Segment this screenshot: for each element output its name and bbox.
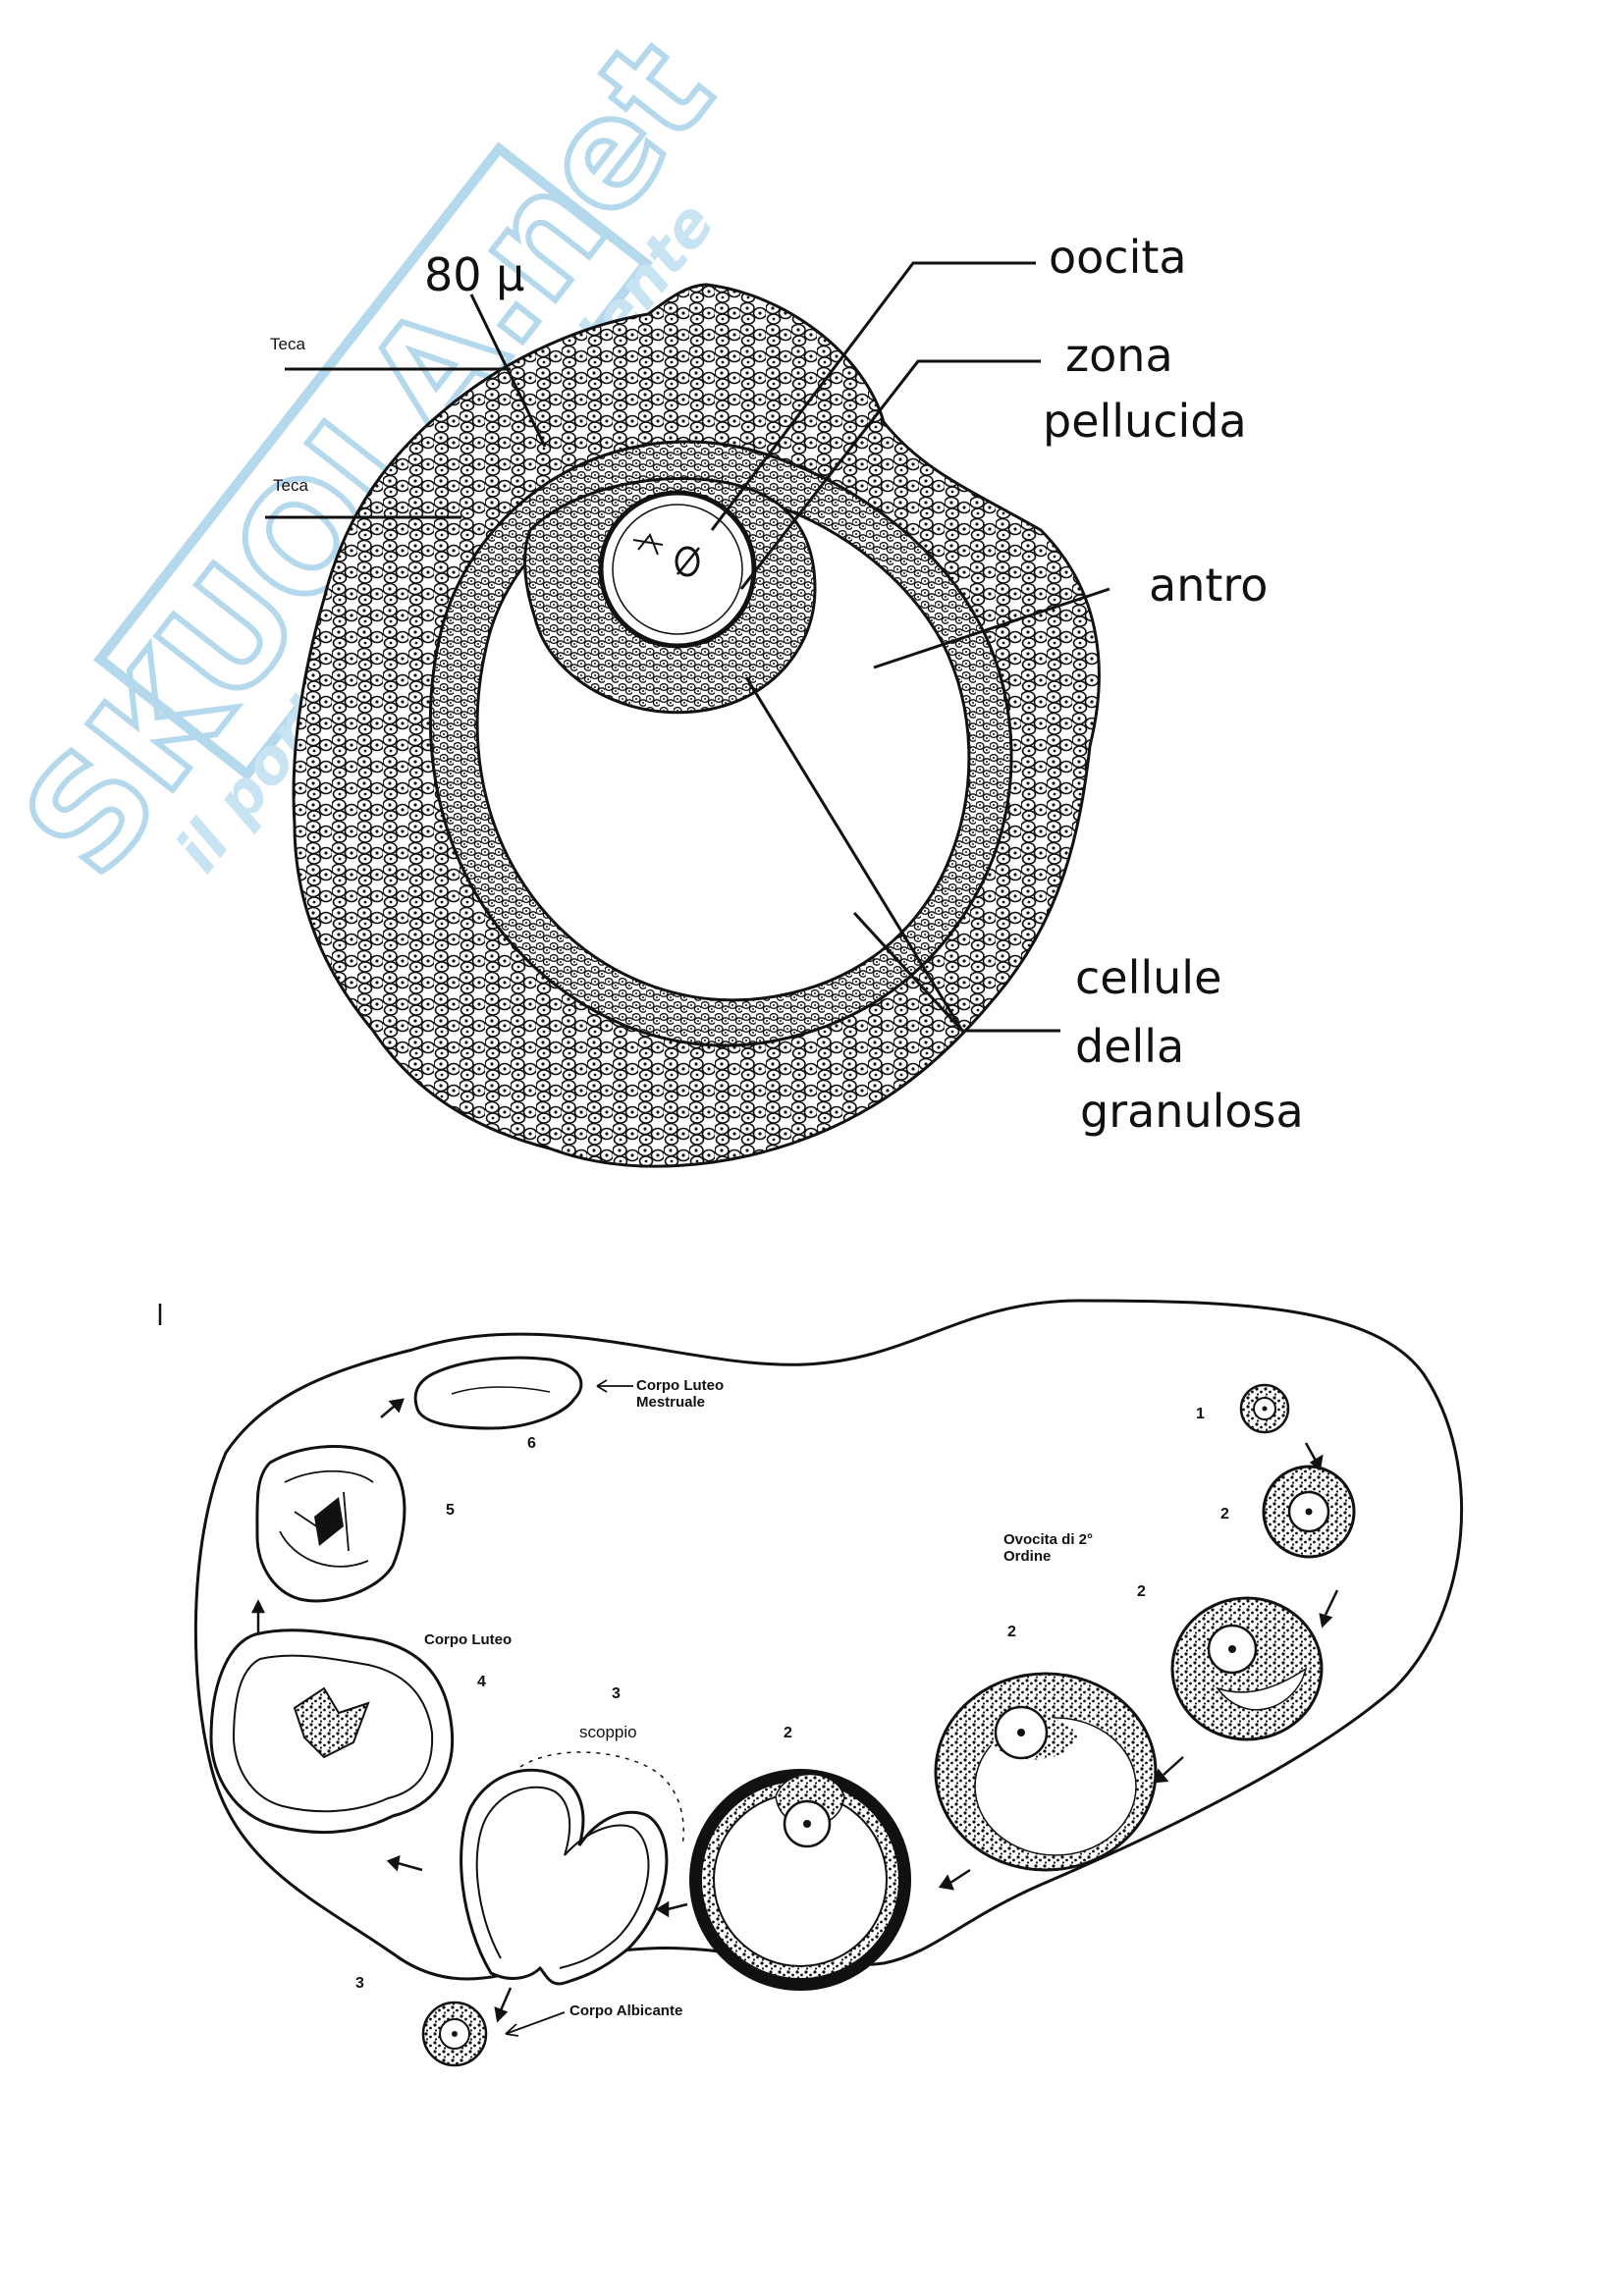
- follicle-stage-2c: [936, 1674, 1156, 1870]
- corpus-luteum-regressing: [257, 1447, 405, 1601]
- stage-number-2c: 2: [1007, 1624, 1016, 1640]
- label-cellule: cellule: [1075, 951, 1221, 1004]
- arrow-4-5: [950, 1870, 970, 1883]
- arrow-5-6-head: [658, 1903, 668, 1915]
- arrow-ovulation-head: [496, 2008, 506, 2020]
- label-ovocita-1: Ovocita di 2°: [1003, 1531, 1093, 1548]
- ovary-diagram: Corpo Luteo Mestruale Corpo Luteo Corpo …: [160, 1301, 1462, 2065]
- stage-number-6: 6: [527, 1435, 536, 1452]
- arrow-3-4: [1164, 1757, 1183, 1775]
- label-size: 80 µ: [424, 248, 524, 301]
- label-della: della: [1075, 1020, 1184, 1073]
- label-ovocita-2: Ordine: [1003, 1548, 1051, 1565]
- corpus-luteum-menstrual: [415, 1358, 581, 1428]
- arrow-1-2: [1306, 1443, 1316, 1461]
- label-corpo-luteo-mestruale-1: Corpo Luteo: [636, 1377, 724, 1394]
- stage-number-4: 4: [477, 1674, 486, 1690]
- arrow-regress-menstrual: [381, 1406, 395, 1417]
- arrow-cl-regress-head: [253, 1602, 263, 1612]
- label-zona: zona: [1065, 329, 1173, 382]
- follicle-stage-1: [1241, 1385, 1288, 1432]
- arrow-2-3: [1326, 1590, 1337, 1615]
- stage-number-3a: 3: [612, 1685, 621, 1702]
- follicle-stage-2a: [1264, 1467, 1354, 1557]
- arrow-4-5-head: [941, 1877, 952, 1889]
- stage-number-3b: 3: [355, 1975, 364, 1992]
- label-teca-1: Teca: [270, 335, 305, 353]
- label-granulosa: granulosa: [1080, 1085, 1304, 1138]
- label-teca-2: Teca: [273, 476, 308, 495]
- released-oocyte: [423, 2002, 486, 2065]
- arrow-2-3-head: [1321, 1615, 1330, 1626]
- arrow-5-6: [668, 1904, 687, 1909]
- stage-number-1: 1: [1196, 1406, 1205, 1422]
- label-antro: antro: [1149, 559, 1268, 612]
- follicle-stage-2d: [690, 1770, 910, 1990]
- arrow-ovulation: [501, 1988, 511, 2010]
- label-corpo-albicante: Corpo Albicante: [569, 2002, 682, 2019]
- stage-number-5: 5: [446, 1502, 455, 1519]
- stage-number-2a: 2: [1220, 1506, 1229, 1522]
- label-corpo-luteo-mestruale-2: Mestruale: [636, 1394, 705, 1411]
- stage-number-2b: 2: [1137, 1583, 1146, 1600]
- arrow-rupture-cl: [398, 1863, 422, 1870]
- stage-number-2d: 2: [784, 1725, 792, 1741]
- label-scoppio: scoppio: [579, 1723, 637, 1741]
- label-oocita: oocita: [1049, 231, 1187, 284]
- label-corpo-luteo: Corpo Luteo: [424, 1631, 512, 1648]
- follicle-stage-2b: [1172, 1598, 1322, 1739]
- corpus-luteum: [211, 1630, 453, 1833]
- arrow-rupture-cl-head: [389, 1857, 399, 1869]
- label-pellucida: pellucida: [1043, 395, 1247, 448]
